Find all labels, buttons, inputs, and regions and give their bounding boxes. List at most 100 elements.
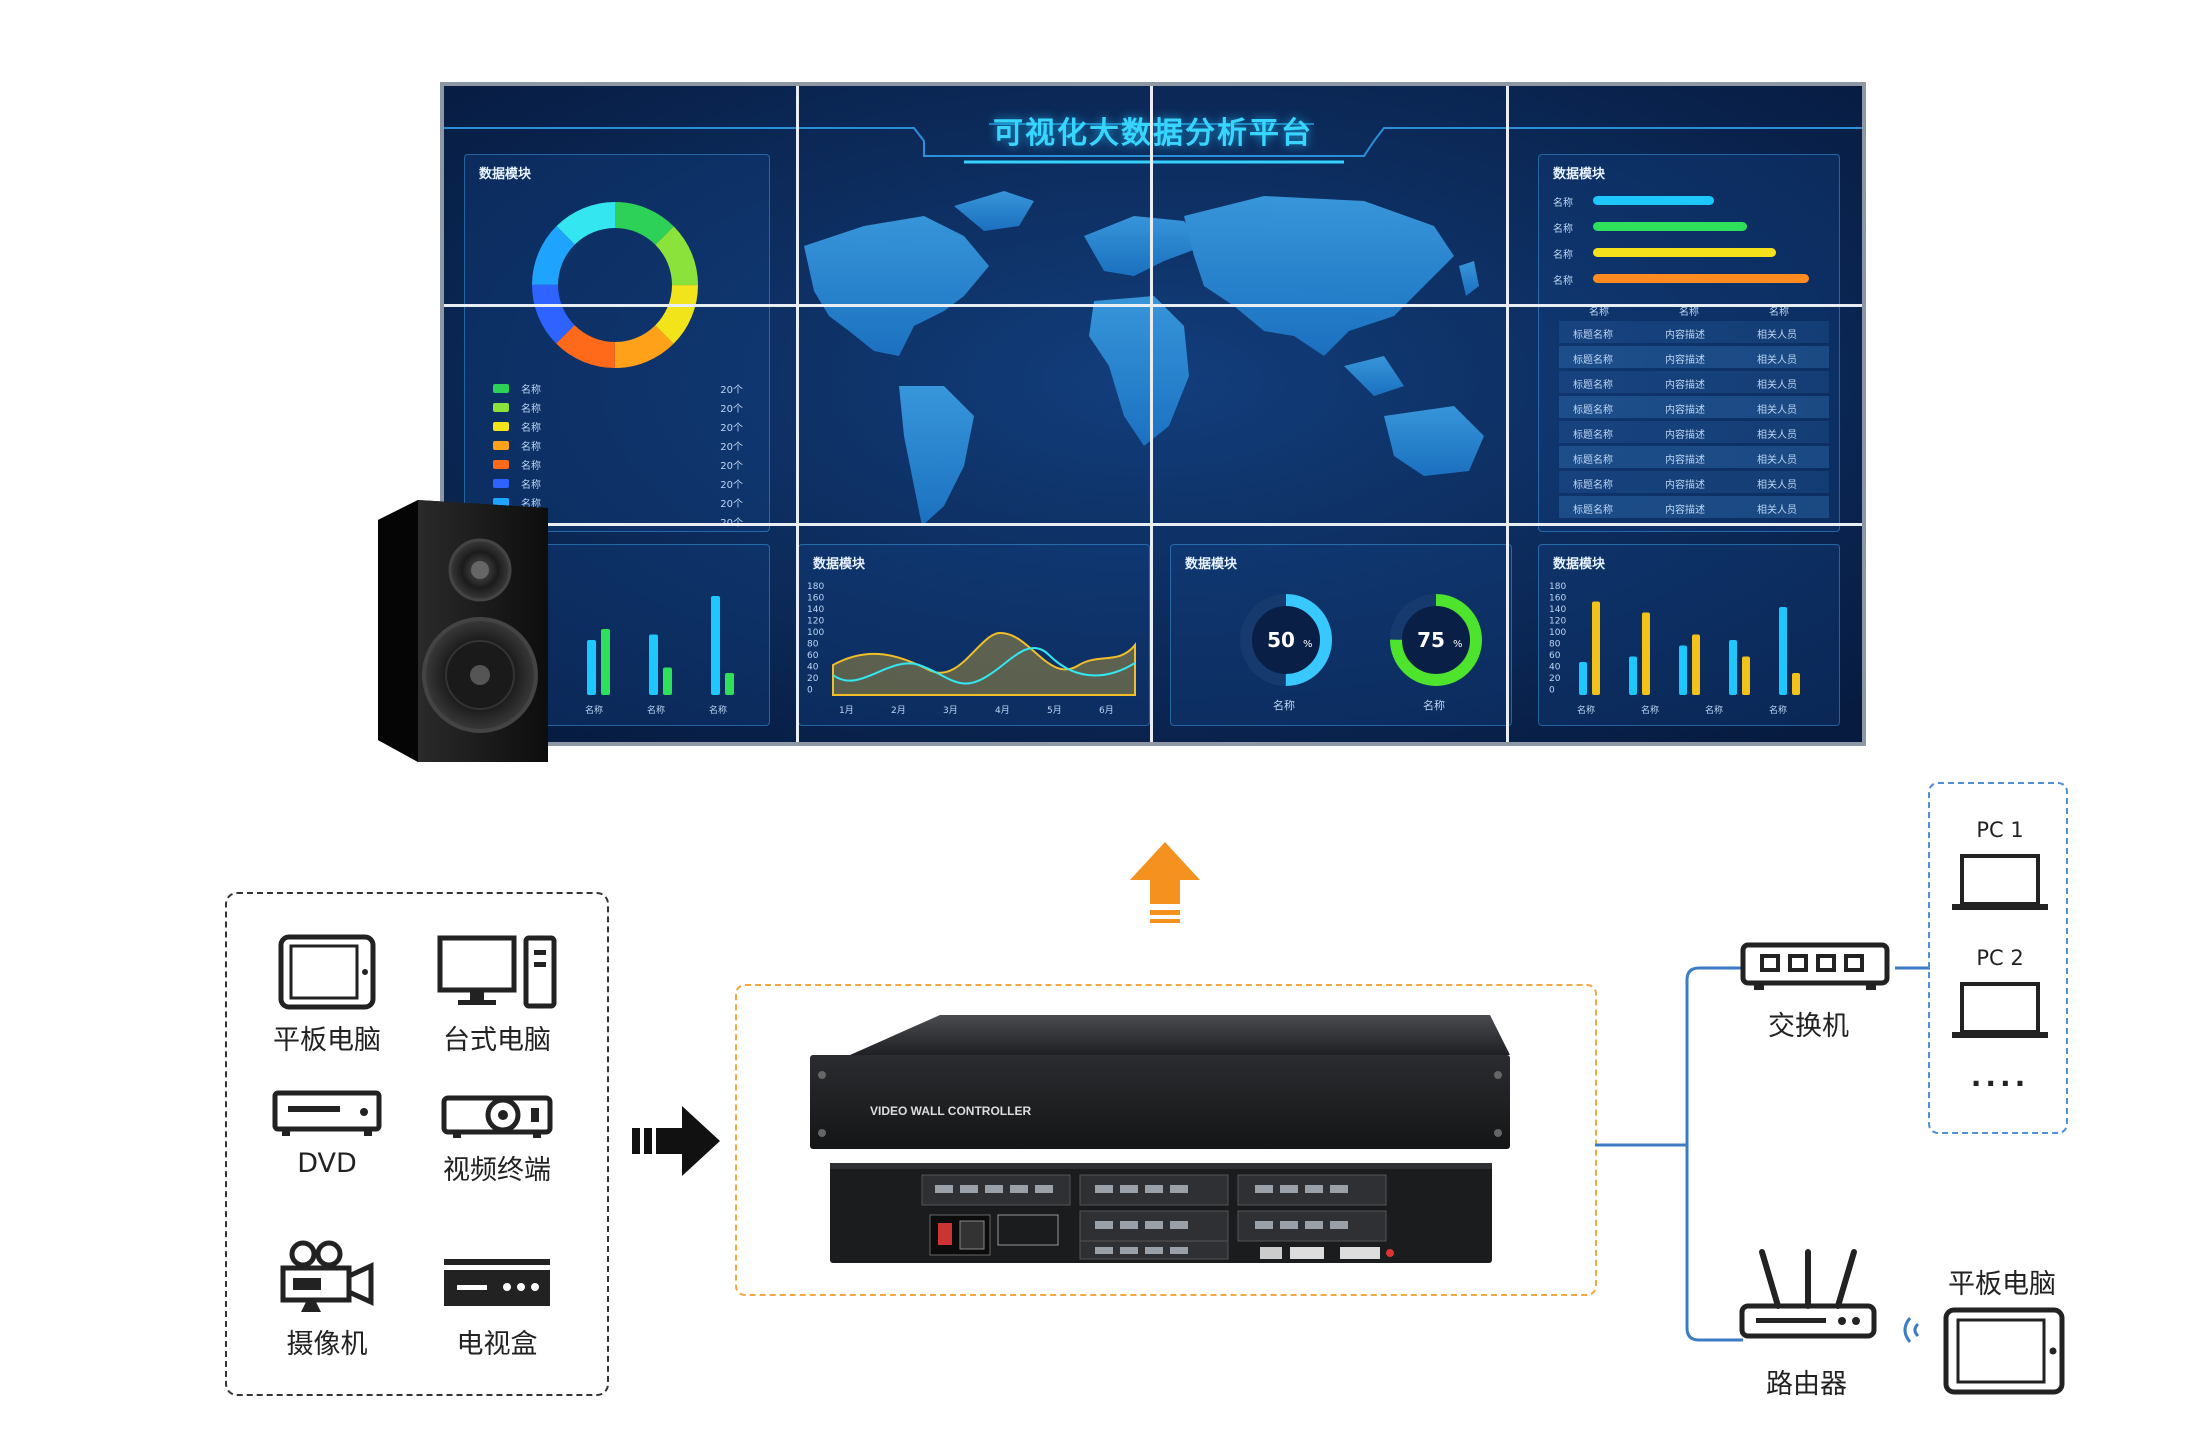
y-tick: 80 — [807, 640, 819, 650]
table-cell: 相关人员 — [1757, 455, 1797, 466]
pc1-label: PC 1 — [1976, 818, 2024, 842]
bezel-seam — [1150, 86, 1153, 742]
legend-name: 名称 — [521, 385, 541, 396]
table-cell: 相关人员 — [1757, 380, 1797, 391]
bar-chart-right: 180160140120100806040200名称名称名称名称 — [1549, 582, 1800, 716]
panel-title: 数据模块 — [1185, 557, 1238, 572]
x-tick: 名称 — [647, 704, 665, 716]
laptop-icon — [1952, 854, 2048, 910]
device-camera: 摄像机 — [247, 1240, 407, 1361]
bar — [1742, 656, 1750, 695]
gauge-value: 75 — [1417, 628, 1445, 652]
pc2-label: PC 2 — [1976, 946, 2024, 970]
table-cell: 标题名称 — [1573, 405, 1613, 416]
x-tick: 4月 — [995, 705, 1010, 716]
table-cell: 内容描述 — [1665, 380, 1705, 391]
table-cell: 标题名称 — [1573, 480, 1613, 491]
legend-swatch — [493, 479, 509, 488]
gauge-name: 名称 — [1273, 699, 1295, 712]
y-tick: 140 — [1549, 605, 1566, 615]
bar — [587, 640, 596, 695]
controller-box — [735, 984, 1597, 1296]
x-tick: 名称 — [1577, 704, 1595, 716]
hbar-row: 名称 — [1553, 271, 1823, 287]
bezel-seam — [444, 304, 1862, 307]
table-cell: 标题名称 — [1573, 355, 1613, 366]
right-arrow-icon — [632, 1106, 720, 1176]
x-tick: 名称 — [1769, 704, 1787, 716]
bar — [663, 667, 672, 695]
legend-swatch — [493, 460, 509, 469]
table-header: 名称名称名称 — [1559, 303, 1829, 319]
device-video-terminal: 视频终端 — [417, 1090, 577, 1187]
line-series — [832, 647, 1136, 685]
legend-item: 名称 20个 — [493, 419, 743, 435]
y-tick: 160 — [1549, 594, 1566, 604]
bar — [1729, 640, 1737, 695]
panel-title: 数据模块 — [813, 557, 866, 572]
bar — [1592, 601, 1600, 695]
y-tick: 40 — [1549, 663, 1561, 673]
table-header-cell: 名称 — [1589, 307, 1609, 318]
bar — [1642, 612, 1650, 695]
bezel-seam — [444, 523, 1862, 526]
table-cell: 内容描述 — [1665, 405, 1705, 416]
legend-value: 20个 — [720, 423, 743, 434]
legend-name: 名称 — [521, 423, 541, 434]
bar — [1679, 645, 1687, 695]
y-tick: 20 — [1549, 674, 1561, 684]
y-tick: 60 — [1549, 651, 1561, 661]
x-tick: 名称 — [709, 704, 727, 716]
bar — [1629, 656, 1637, 695]
line-series — [832, 631, 1136, 696]
y-tick: 120 — [807, 617, 824, 627]
wall-background — [444, 86, 1862, 742]
y-tick: 180 — [1549, 582, 1566, 592]
hbar — [1593, 274, 1809, 283]
legend-name: 名称 — [521, 461, 541, 472]
panel-title: 数据模块 — [1553, 557, 1606, 572]
legend-swatch — [493, 422, 509, 431]
table-cell: 内容描述 — [1665, 455, 1705, 466]
device-label: 台式电脑 — [443, 1025, 551, 1056]
table-cell: 相关人员 — [1757, 430, 1797, 441]
world-map — [804, 191, 1484, 526]
table-header-cell: 名称 — [1769, 307, 1789, 318]
table-row: 标题名称 内容描述 相关人员 — [1559, 396, 1829, 418]
y-tick: 100 — [1549, 628, 1566, 638]
network-tablet-label: 平板电脑 — [1948, 1269, 2056, 1300]
device-tv-box: 电视盒 — [417, 1256, 577, 1361]
gauge-name: 名称 — [1423, 699, 1445, 712]
hbar — [1593, 248, 1776, 257]
legend-name: 名称 — [521, 499, 541, 510]
legend-swatch — [493, 384, 509, 393]
y-tick: 60 — [807, 651, 819, 661]
router-label: 路由器 — [1766, 1369, 1847, 1400]
hbar-row: 名称 — [1553, 245, 1823, 261]
table-cell: 相关人员 — [1757, 405, 1797, 416]
hbar-row: 名称 — [1553, 219, 1823, 235]
y-tick: 180 — [807, 582, 824, 592]
table-row: 标题名称内容描述相关人员 — [1559, 421, 1829, 443]
table-cell: 相关人员 — [1757, 480, 1797, 491]
wall-title: 可视化大数据分析平台 — [993, 116, 1313, 151]
y-tick: 160 — [807, 594, 824, 604]
tablet-icon — [278, 934, 376, 1010]
x-tick: 3月 — [943, 705, 958, 716]
table-row: 标题名称内容描述相关人员 — [1559, 346, 1829, 368]
y-tick: 0 — [1549, 686, 1555, 696]
gauge-unit: % — [1303, 639, 1313, 650]
gauge-fill — [1390, 594, 1482, 686]
projector-icon — [441, 1095, 553, 1138]
device-label: 摄像机 — [286, 1329, 368, 1360]
gauge-fill — [1240, 594, 1332, 686]
table-cell: 相关人员 — [1757, 505, 1797, 516]
legend-value: 20个 — [720, 404, 743, 415]
video-wall-controller: VIDEO WALL CONTROLLER — [810, 1015, 1510, 1263]
